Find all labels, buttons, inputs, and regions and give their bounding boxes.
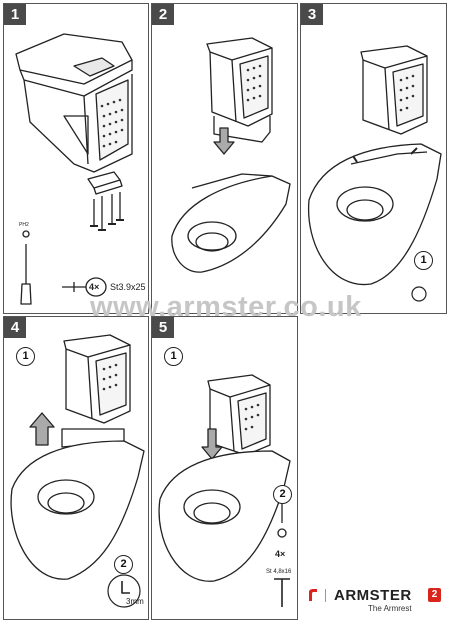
brand-tagline: The Armrest — [368, 604, 412, 613]
armrest-fitted-console-illustration — [307, 45, 442, 302]
screw-count-label: 4× — [89, 282, 100, 292]
armrest-adjustment-illustration — [10, 334, 145, 608]
step-5-screw-spec: St 4,8x16 — [266, 569, 292, 575]
step-3-panel: 3 1 — [300, 3, 447, 314]
step-5-callout-1: 1 — [164, 347, 183, 366]
step-5-callout-2: 2 — [273, 485, 292, 504]
armrest-mounting-illustration — [171, 37, 291, 273]
hex-key-size-label: 3mm — [126, 597, 144, 606]
armster-logo: ARMSTER 2 The Armrest — [308, 585, 443, 615]
brand-model-badge: 2 — [428, 588, 441, 602]
step-4-callout-2: 2 — [114, 555, 133, 574]
step-1-number: 1 — [4, 4, 26, 25]
step-5-panel: 5 1 2 4× St 4,8x16 — [151, 316, 298, 620]
armrest-exploded-illustration — [15, 33, 133, 305]
step-4-callout-1: 1 — [16, 347, 35, 366]
armster-logo-mark-icon — [309, 589, 317, 601]
step-4-panel: 4 1 2 3mm — [3, 316, 149, 620]
screw-spec-label: St3.9x25 — [110, 282, 146, 292]
step-1-panel: 1 — [3, 3, 149, 314]
step-2-number: 2 — [152, 4, 174, 25]
step-3-number: 3 — [301, 4, 323, 25]
step-3-callout-badge: 1 — [414, 251, 433, 270]
armrest-final-fixing-illustration — [158, 374, 291, 607]
step-5-number: 5 — [152, 317, 174, 338]
step-4-number: 4 — [4, 317, 26, 338]
step-5-screw-count: 4× — [275, 549, 286, 559]
brand-name: ARMSTER — [334, 587, 412, 604]
step-2-panel: 2 — [151, 3, 298, 314]
brand-separator — [325, 589, 326, 602]
tool-size-label: PH2 — [19, 222, 29, 228]
